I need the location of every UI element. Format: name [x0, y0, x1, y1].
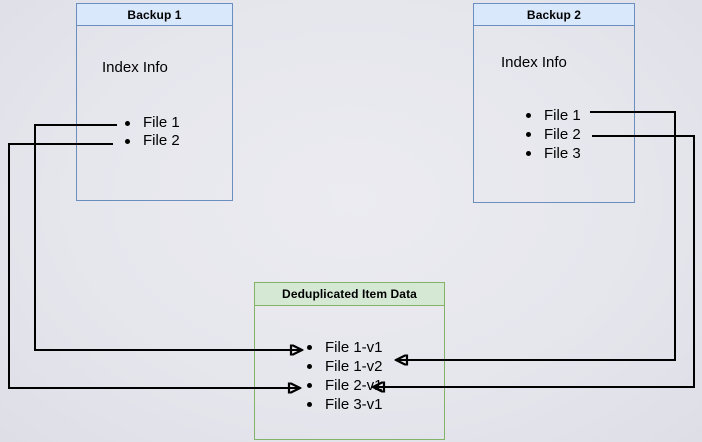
- list-item: File 1-v1: [305, 338, 383, 357]
- backup2-index-info-label: Index Info: [501, 54, 567, 71]
- bullet-icon: [526, 113, 531, 118]
- backup1-index-info-label: Index Info: [102, 59, 168, 76]
- list-item-label: File 3: [544, 145, 581, 162]
- backup1-title: Backup 1: [127, 7, 182, 22]
- bullet-icon: [307, 345, 312, 350]
- list-item: File 3: [524, 144, 581, 163]
- backup1-header: Backup 1: [77, 4, 232, 26]
- list-item-label: File 1-v1: [325, 339, 383, 356]
- backup1-box: Backup 1 Index Info File 1 File 2: [76, 3, 233, 201]
- bullet-icon: [526, 132, 531, 137]
- list-item-label: File 3-v1: [325, 396, 383, 413]
- list-item: File 2: [524, 125, 581, 144]
- list-item-label: File 1: [544, 107, 581, 124]
- list-item: File 1-v2: [305, 357, 383, 376]
- bullet-icon: [307, 383, 312, 388]
- bullet-icon: [125, 120, 130, 126]
- backup2-file-list: File 1 File 2 File 3: [524, 106, 581, 163]
- dedup-title: Deduplicated Item Data: [282, 287, 417, 301]
- dedup-file-list: File 1-v1 File 1-v2 File 2-v1 File 3-v1: [305, 338, 383, 414]
- backup2-box: Backup 2 Index Info File 1 File 2 File 3: [473, 3, 635, 203]
- bullet-icon: [307, 402, 312, 407]
- bullet-icon: [307, 364, 312, 369]
- list-item: File 2: [123, 132, 180, 150]
- bullet-icon: [526, 151, 531, 156]
- backup2-header: Backup 2: [474, 4, 634, 26]
- list-item-label: File 1-v2: [325, 358, 383, 375]
- dedup-box: Deduplicated Item Data File 1-v1 File 1-…: [254, 282, 445, 440]
- backup1-file-list: File 1 File 2: [123, 114, 180, 150]
- list-item-label: File 2: [544, 126, 581, 143]
- list-item: File 1: [524, 106, 581, 125]
- list-item: File 2-v1: [305, 376, 383, 395]
- backup2-title: Backup 2: [526, 7, 582, 22]
- dedup-header: Deduplicated Item Data: [255, 283, 444, 306]
- list-item-label: File 1: [143, 114, 180, 131]
- list-item: File 1: [123, 114, 180, 132]
- bullet-icon: [125, 138, 130, 144]
- list-item-label: File 2: [143, 132, 180, 149]
- list-item: File 3-v1: [305, 395, 383, 414]
- list-item-label: File 2-v1: [325, 377, 383, 394]
